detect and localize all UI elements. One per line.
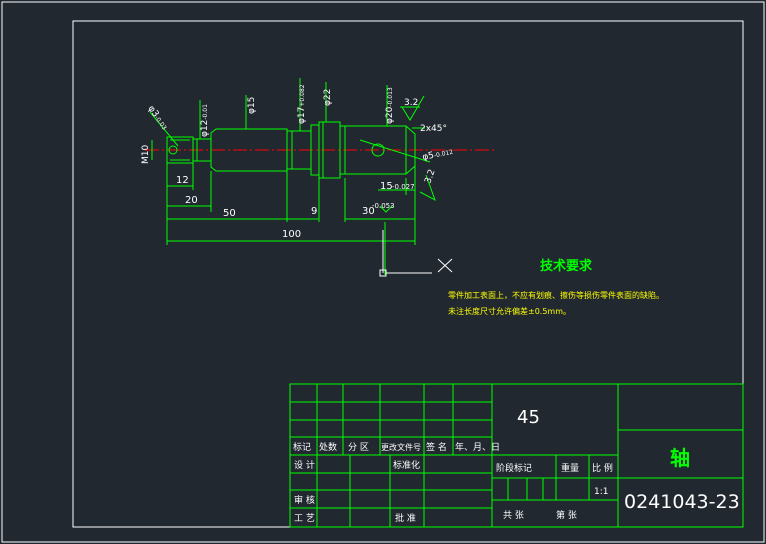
dim-text-12: 12 — [176, 175, 189, 186]
drawing-number: 0241043-23 — [624, 491, 740, 513]
dim-text-15-tol: -0.027 — [392, 183, 415, 191]
label-stage: 阶段标记 — [496, 462, 532, 474]
label-total-sheets: 共 张 — [503, 510, 524, 521]
header-signature: 签 名 — [426, 441, 447, 453]
cross-hole-small — [168, 145, 178, 155]
label-scale: 比 例 — [592, 462, 613, 474]
title-block-texts: 45 轴 0241043-23 1:1 标记 处数 分 区 更改文件号 签 名 … — [293, 407, 740, 524]
dim-text-dia22: φ22 — [323, 89, 333, 106]
shaft-drawing — [145, 78, 495, 275]
roughness-text-1: 3.2 — [404, 98, 418, 108]
roughness-text-2: 3.2 — [423, 168, 437, 185]
cross-hole-large — [371, 143, 385, 157]
label-sheet-no: 第 张 — [556, 509, 577, 521]
label-weight: 重量 — [561, 462, 579, 474]
dim-text-20: 20 — [185, 195, 198, 206]
part-name: 轴 — [670, 446, 690, 470]
dimension-texts: 12 20 50 9 30 -0.053 15 -0.027 100 2x45°… — [141, 84, 454, 240]
material: 45 — [517, 407, 540, 428]
tech-requirement-line-2: 未注长度尺寸允许偏差±0.5mm。 — [448, 306, 571, 316]
header-mark: 标记 — [293, 441, 311, 453]
dim-text-30: 30 — [362, 206, 375, 217]
label-approve: 批 准 — [395, 512, 416, 524]
cad-cursor — [379, 230, 453, 277]
tech-requirement-line-1: 零件加工表面上，不应有划痕、擦伤等损伤零件表面的缺陷。 — [448, 290, 664, 300]
dim-text-dia17: φ17+0.082 — [297, 84, 307, 124]
dim-text-100: 100 — [282, 229, 301, 240]
header-count: 处数 — [319, 441, 337, 453]
roughness-symbol-2 — [419, 174, 436, 202]
dim-text-dia15: φ15 — [247, 97, 257, 114]
label-standardization: 标准化 — [393, 459, 420, 471]
header-date: 年、月、日 — [455, 441, 500, 453]
dim-text-chamfer: 2x45° — [420, 124, 447, 134]
dim-text-dia20: φ20-0.013 — [385, 87, 395, 124]
dim-text-hole5: φ5-0.012 — [422, 147, 455, 163]
dim-text-small-tol: -0.053 — [372, 202, 395, 210]
dim-text-50: 50 — [223, 208, 236, 219]
dim-text-15: 15 — [380, 181, 393, 192]
label-design: 设 计 — [294, 459, 315, 471]
header-zone: 分 区 — [348, 442, 369, 453]
title-block — [289, 383, 744, 528]
dim-text-m10: M10 — [141, 145, 151, 164]
dim-text-9: 9 — [311, 206, 317, 217]
dim-text-dia12: φ12-0.01 — [200, 104, 210, 137]
header-change-doc: 更改文件号 — [381, 442, 421, 452]
roughness-symbol-1 — [401, 95, 425, 121]
scale-value: 1:1 — [594, 487, 608, 497]
label-process: 工 艺 — [294, 513, 315, 524]
label-review: 审 核 — [294, 494, 315, 506]
tech-requirements-title: 技术要求 — [540, 258, 593, 274]
